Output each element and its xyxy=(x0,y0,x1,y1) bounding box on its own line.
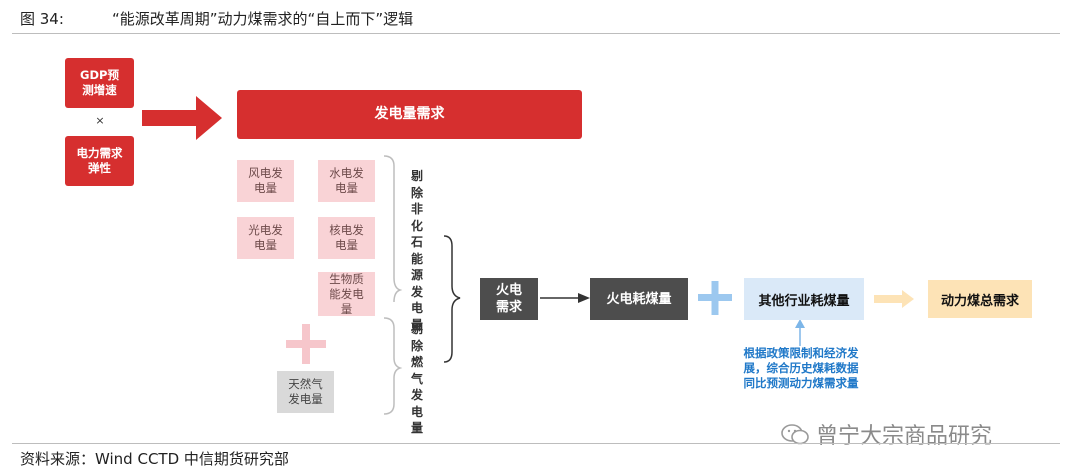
wind-power-box: 风电发电量 xyxy=(237,160,294,202)
wind-power-line2: 电量 xyxy=(254,181,277,195)
solar-power-line2: 电量 xyxy=(254,238,277,252)
power-elasticity-box: 电力需求 弹性 xyxy=(65,136,134,186)
multiply-sign: × xyxy=(95,114,105,127)
power-demand-box: 发电量需求 xyxy=(237,90,582,139)
thermal-demand-line2: 需求 xyxy=(495,300,522,315)
hydro-power-line2: 电量 xyxy=(335,181,358,195)
nuclear-power-box: 核电发电量 xyxy=(318,217,375,259)
hydro-power-box: 水电发电量 xyxy=(318,160,375,202)
brace-combine xyxy=(443,235,461,363)
gdp-forecast-line2: 测增速 xyxy=(82,83,117,97)
thermal-demand-line1: 火电 xyxy=(495,283,522,298)
solar-power-line1: 光电发 xyxy=(248,223,283,237)
orange-arrow xyxy=(874,290,914,308)
watermark: 曾宁大宗商品研究 xyxy=(780,418,992,450)
thermal-demand-box: 火电需求 xyxy=(480,278,538,320)
figure-caption: “能源改革周期”动力煤需求的“自上而下”逻辑 xyxy=(112,10,414,28)
thermal-coal-use-box: 火电耗煤量 xyxy=(590,278,688,320)
gas-power-line2: 发电量 xyxy=(288,392,323,406)
gdp-forecast-line1: GDP预 xyxy=(80,68,119,82)
red-arrow xyxy=(142,96,222,140)
watermark-text: 曾宁大宗商品研究 xyxy=(816,424,993,449)
remove-gas-label: 剔除燃气发电量 xyxy=(410,322,423,435)
biomass-power-line3: 量 xyxy=(340,301,353,316)
power-elasticity-line2: 弹性 xyxy=(88,161,111,175)
wechat-icon xyxy=(781,424,809,445)
hydro-power-line1: 水电发 xyxy=(329,166,364,180)
biomass-power-box: 生物质能发电量 xyxy=(318,272,375,316)
blue-up-arrow-head xyxy=(795,319,805,328)
forecast-note-line3: 同比预测动力煤需求量 xyxy=(743,376,859,390)
solar-power-box: 光电发电量 xyxy=(237,217,294,259)
wind-power-line1: 风电发 xyxy=(248,166,283,180)
source-note: 资料来源：Wind CCTD 中信期货研究部 xyxy=(20,450,289,468)
flow-arrow-head xyxy=(578,293,590,303)
brace-non-fossil xyxy=(383,155,403,303)
biomass-power-line1: 生物质 xyxy=(329,271,364,286)
total-coal-demand-box: 动力煤总需求 xyxy=(928,280,1032,318)
biomass-power-line2: 能发电 xyxy=(329,286,364,301)
power-elasticity-line1: 电力需求 xyxy=(76,146,123,160)
forecast-note: 根据政策限制和经济发 展，综合历史煤耗数据 同比预测动力煤需求量 xyxy=(738,346,864,391)
gas-power-line1: 天然气 xyxy=(288,377,323,391)
nuclear-power-line2: 电量 xyxy=(335,238,358,252)
plus-blue-v xyxy=(711,281,719,315)
forecast-note-line1: 根据政策限制和经济发 xyxy=(743,346,859,360)
gdp-forecast-box: GDP预 测增速 xyxy=(65,58,134,108)
bottom-rule xyxy=(12,443,1060,444)
top-rule xyxy=(12,33,1060,34)
forecast-note-line2: 展，综合历史煤耗数据 xyxy=(743,361,859,375)
brace-gas xyxy=(383,317,403,415)
other-industry-coal-box: 其他行业耗煤量 xyxy=(744,278,864,320)
figure-number: 图 34: xyxy=(20,10,64,28)
nuclear-power-line1: 核电发 xyxy=(329,223,364,237)
plus-pink-v xyxy=(302,324,310,364)
figure-title: 图 34: “能源改革周期”动力煤需求的“自上而下”逻辑 xyxy=(20,8,413,29)
gas-power-box: 天然气发电量 xyxy=(277,371,334,413)
remove-non-fossil-label: 剔除非化石能源发电量 xyxy=(410,169,423,332)
